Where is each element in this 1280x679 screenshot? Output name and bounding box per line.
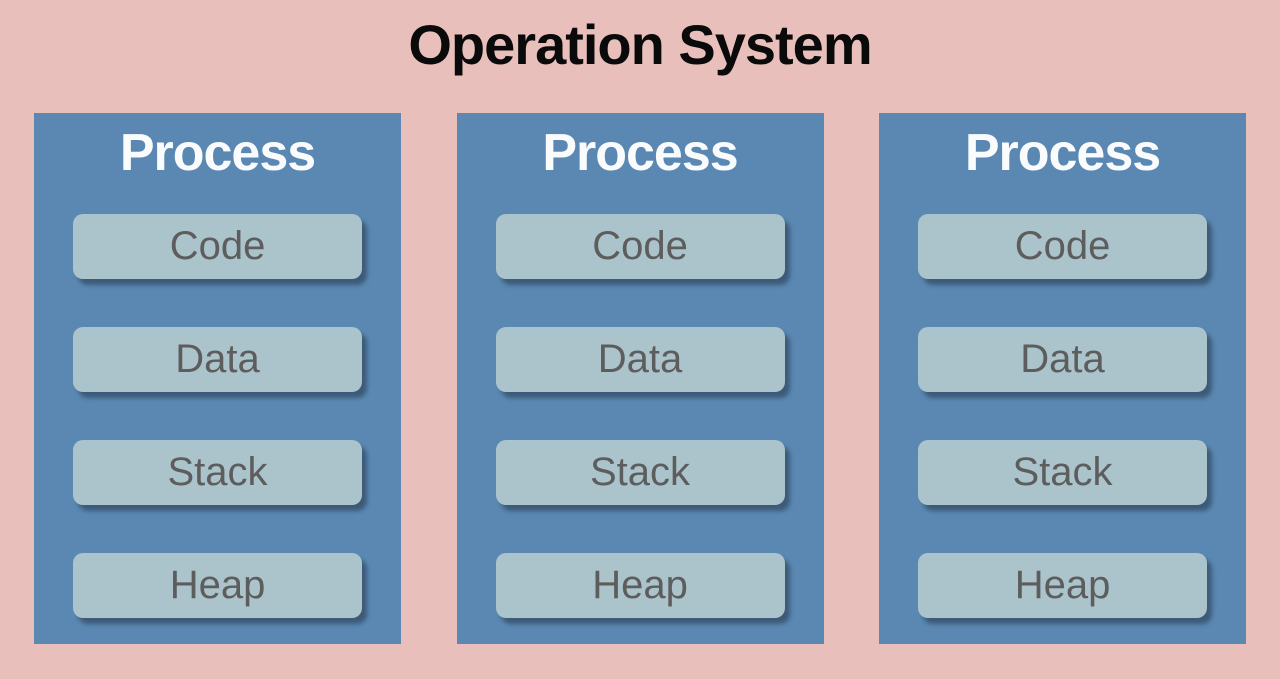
memory-segment-stack: Stack bbox=[73, 440, 362, 506]
process-title: Process bbox=[542, 124, 738, 182]
process-box: Process Code Data Stack Heap bbox=[34, 113, 401, 644]
diagram-title: Operation System bbox=[408, 13, 872, 76]
memory-segment-heap: Heap bbox=[918, 553, 1207, 619]
memory-segment-heap: Heap bbox=[495, 553, 785, 619]
memory-segments: Code Data Stack Heap bbox=[918, 214, 1207, 619]
memory-segments: Code Data Stack Heap bbox=[73, 214, 362, 619]
process-box: Process Code Data Stack Heap bbox=[879, 113, 1246, 644]
memory-segment-stack: Stack bbox=[918, 440, 1207, 506]
memory-segments: Code Data Stack Heap bbox=[495, 214, 785, 619]
memory-segment-stack: Stack bbox=[495, 440, 785, 506]
process-title: Process bbox=[119, 124, 316, 182]
memory-segment-code: Code bbox=[495, 214, 785, 280]
memory-segment-data: Data bbox=[918, 327, 1207, 393]
process-title: Process bbox=[964, 124, 1161, 182]
memory-segment-code: Code bbox=[73, 214, 362, 280]
process-row: Process Code Data Stack Heap Process Cod… bbox=[0, 113, 1280, 644]
memory-segment-data: Data bbox=[495, 327, 785, 393]
memory-segment-heap: Heap bbox=[73, 553, 362, 619]
memory-segment-data: Data bbox=[73, 327, 362, 393]
process-box: Process Code Data Stack Heap bbox=[456, 113, 824, 644]
memory-segment-code: Code bbox=[918, 214, 1207, 280]
